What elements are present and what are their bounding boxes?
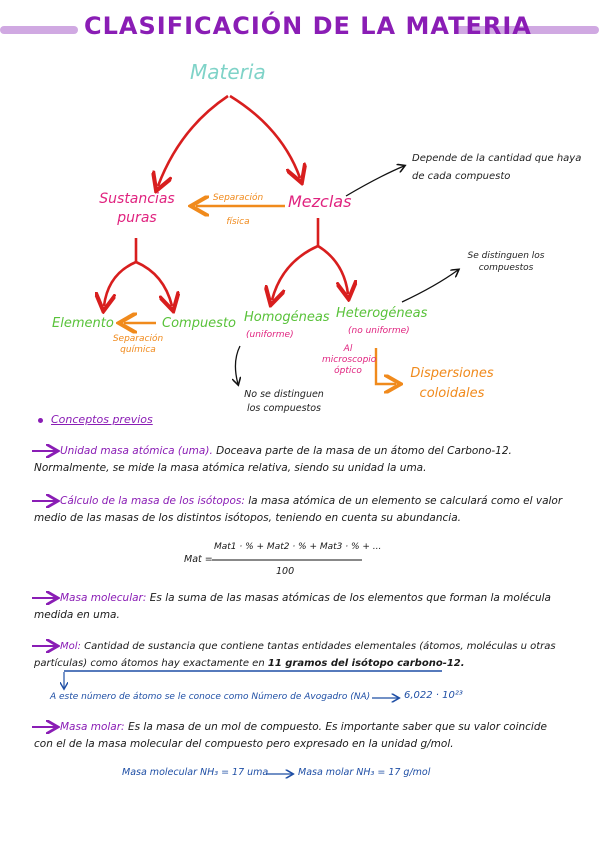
- text-mol-1: Cantidad de sustancia que contiene tanta…: [34, 641, 556, 669]
- arrow-pure-to-compound: [135, 260, 172, 306]
- bullet-icon: [38, 417, 43, 423]
- avogadro-value: 6,022 · 10²³: [404, 690, 463, 701]
- arrow-mix-note: [345, 166, 404, 197]
- arrow-hetero-note: [401, 270, 458, 303]
- concepts-heading: Conceptos previos: [38, 413, 153, 426]
- arrow-materia-to-pure: [158, 94, 229, 186]
- note-mixtures: Depende de la cantidad que haya de cada …: [412, 153, 582, 182]
- concept-uma: Unidad masa atómica (uma). Doceava parte…: [34, 443, 564, 477]
- label-microscope: Al microscopio óptico: [322, 344, 377, 376]
- node-mixtures: Mezclas: [288, 192, 352, 211]
- term-mol: Mol:: [60, 641, 81, 652]
- title-decoration-left: [0, 26, 78, 34]
- concept-isotopes: Cálculo de la masa de los isótopos: la m…: [34, 493, 564, 527]
- formula-denominator: 100: [276, 566, 295, 577]
- label-chemical-separation: Separación química: [112, 334, 164, 355]
- page-title: CLASIFICACIÓN DE LA MATERIA: [84, 12, 532, 40]
- arrow-materia-to-mix: [229, 94, 300, 178]
- note-homogeneous: No se distinguen los compuestos: [244, 389, 324, 414]
- arrow-mix-to-homo: [272, 244, 319, 300]
- arrow-microscope: [374, 348, 396, 384]
- concept-molecular-mass: Masa molecular: Es la suma de las masas …: [34, 590, 564, 624]
- text-molecular-mass: Es la suma de las masas atómicas de los …: [34, 592, 551, 621]
- label-non-uniform: (no uniforme): [348, 326, 410, 336]
- text-mol-2: 11 gramos del isótopo carbono-12.: [267, 658, 465, 669]
- note-heterogeneous: Se distinguen los compuestos: [467, 251, 545, 273]
- title-decoration-right: [455, 26, 599, 34]
- node-colloidal-dispersions: Dispersiones coloidales: [410, 366, 494, 401]
- text-molar-mass: Es la masa de un mol de compuesto. Es im…: [34, 721, 547, 750]
- label-uniform: (uniforme): [246, 330, 294, 340]
- node-heterogeneous: Heterogéneas: [336, 306, 428, 321]
- arrow-mix-to-hetero: [317, 244, 348, 294]
- example-molar-mass: Masa molar NH₃ = 17 g/mol: [298, 767, 431, 778]
- node-homogeneous: Homogéneas: [244, 310, 330, 325]
- text-isotopes: la masa atómica de un elemento se calcul…: [34, 495, 563, 524]
- text-uma: Doceava parte de la masa de un átomo del…: [34, 445, 512, 474]
- arrow-homo-note: [235, 345, 240, 384]
- formula-lhs: Mat =: [184, 554, 213, 565]
- node-materia: Materia: [190, 60, 266, 84]
- arrow-pure-to-element: [104, 260, 137, 306]
- node-element: Elemento: [52, 316, 114, 331]
- term-isotopes: Cálculo de la masa de los isótopos:: [60, 495, 245, 507]
- node-pure-substances: Sustancias puras: [99, 191, 175, 226]
- avogadro-text: A este número de átomo se le conoce como…: [50, 692, 371, 702]
- term-uma: Unidad masa atómica (uma).: [60, 445, 213, 457]
- node-compound: Compuesto: [162, 316, 237, 331]
- formula-numerator: Mat1 · % + Mat2 · % + Mat3 · % + ...: [214, 542, 382, 552]
- label-physical-separation: Separación física: [212, 193, 264, 227]
- example-molecular-mass: Masa molecular NH₃ = 17 uma: [122, 767, 269, 778]
- concept-molar-mass: Masa molar: Es la masa de un mol de comp…: [34, 719, 564, 753]
- concepts-heading-text: Conceptos previos: [51, 413, 153, 426]
- term-molecular-mass: Masa molecular:: [60, 592, 147, 604]
- term-molar-mass: Masa molar:: [60, 721, 125, 733]
- concept-mol: Mol: Cantidad de sustancia que contiene …: [34, 638, 574, 672]
